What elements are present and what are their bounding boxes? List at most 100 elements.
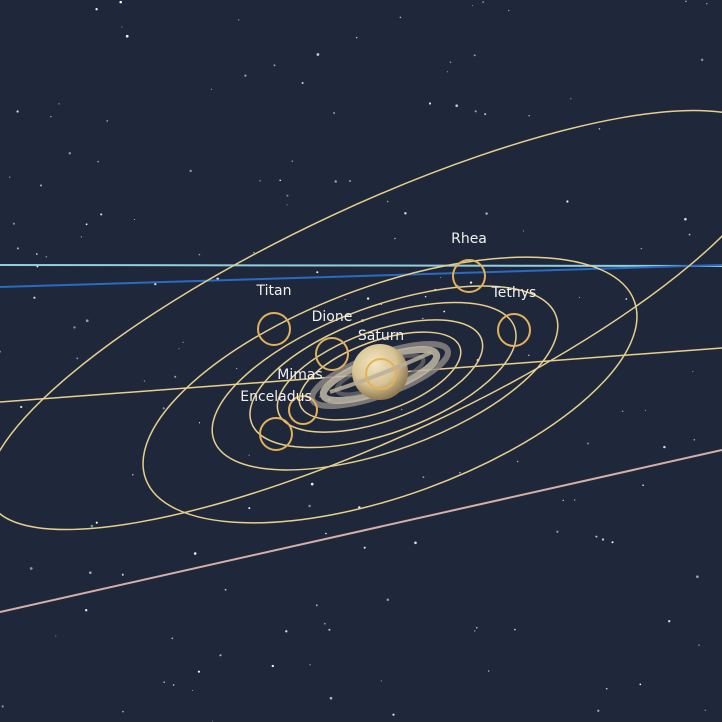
star: [488, 670, 490, 672]
rhea-marker[interactable]: [452, 259, 486, 293]
star: [386, 598, 390, 602]
mimas-orbit[interactable]: [288, 314, 472, 438]
star: [285, 630, 288, 633]
star: [73, 326, 76, 329]
star: [45, 256, 48, 258]
enceladus-orbit[interactable]: [263, 297, 497, 455]
star: [704, 709, 707, 711]
star: [198, 253, 201, 256]
star: [611, 541, 614, 544]
star: [469, 281, 473, 284]
star: [97, 160, 100, 163]
star: [522, 230, 524, 232]
tethys-orbit[interactable]: [189, 248, 580, 508]
star: [595, 535, 598, 538]
star: [333, 112, 336, 114]
star: [422, 317, 424, 320]
label-dione[interactable]: Dione: [312, 309, 353, 325]
star: [601, 538, 605, 541]
star: [133, 218, 136, 221]
star: [210, 88, 213, 90]
titan-orbit[interactable]: [0, 34, 722, 606]
star: [625, 298, 628, 300]
star: [171, 637, 174, 640]
dione-marker[interactable]: [315, 337, 349, 371]
star: [286, 204, 288, 206]
dione-orbit[interactable]: [232, 273, 535, 478]
star: [154, 282, 157, 286]
saturn-planet[interactable]: [352, 344, 408, 400]
rhea-orbit[interactable]: [110, 202, 670, 577]
star: [224, 588, 227, 591]
star: [476, 627, 478, 629]
star: [106, 120, 108, 122]
star: [325, 532, 327, 535]
star: [20, 405, 23, 409]
reference-line-blue: [0, 264, 722, 288]
star: [189, 169, 192, 173]
star: [471, 5, 474, 7]
star: [309, 664, 311, 666]
star: [508, 9, 510, 12]
tethys-marker[interactable]: [497, 313, 531, 347]
star: [310, 482, 314, 486]
star: [58, 103, 60, 105]
star: [279, 179, 281, 182]
star: [248, 454, 250, 456]
star: [0, 350, 2, 353]
star: [197, 670, 200, 673]
star: [143, 380, 146, 382]
saturn-marker[interactable]: [365, 358, 397, 390]
star: [706, 3, 708, 5]
label-rhea[interactable]: Rhea: [451, 231, 487, 247]
star: [455, 104, 459, 108]
star: [16, 247, 19, 250]
star: [484, 113, 487, 116]
star: [574, 499, 576, 501]
star: [85, 223, 88, 226]
star: [88, 571, 92, 575]
star: [404, 212, 407, 215]
star: [693, 439, 696, 441]
star: [401, 408, 403, 411]
star: [473, 54, 476, 57]
star: [386, 200, 389, 203]
mimas-marker[interactable]: [288, 395, 318, 425]
star: [219, 654, 222, 657]
star: [605, 687, 608, 690]
star: [244, 74, 247, 77]
saturn-ring-front: [329, 350, 433, 394]
label-tethys[interactable]: Tethys: [491, 285, 537, 301]
star: [125, 34, 129, 38]
star: [394, 237, 396, 240]
star: [482, 1, 484, 3]
star: [349, 180, 351, 182]
star: [528, 115, 530, 117]
enceladus-marker[interactable]: [259, 417, 293, 451]
star: [95, 521, 98, 524]
star: [424, 295, 427, 298]
star: [68, 152, 72, 155]
star: [380, 680, 382, 682]
star: [334, 180, 337, 183]
star: [528, 354, 530, 357]
star: [193, 552, 197, 555]
star: [329, 696, 333, 700]
label-saturn[interactable]: Saturn: [358, 328, 404, 344]
star: [668, 620, 671, 623]
star: [319, 396, 321, 398]
star: [688, 233, 691, 236]
label-titan[interactable]: Titan: [256, 283, 292, 299]
star: [85, 319, 89, 323]
star: [556, 530, 559, 533]
star: [642, 484, 644, 487]
label-mimas[interactable]: Mimas: [277, 367, 322, 383]
star: [621, 410, 624, 412]
star: [80, 236, 82, 238]
label-enceladus[interactable]: Enceladus: [240, 389, 312, 405]
star: [328, 628, 331, 631]
star: [192, 689, 194, 692]
titan-marker[interactable]: [257, 312, 291, 346]
star: [639, 683, 642, 686]
